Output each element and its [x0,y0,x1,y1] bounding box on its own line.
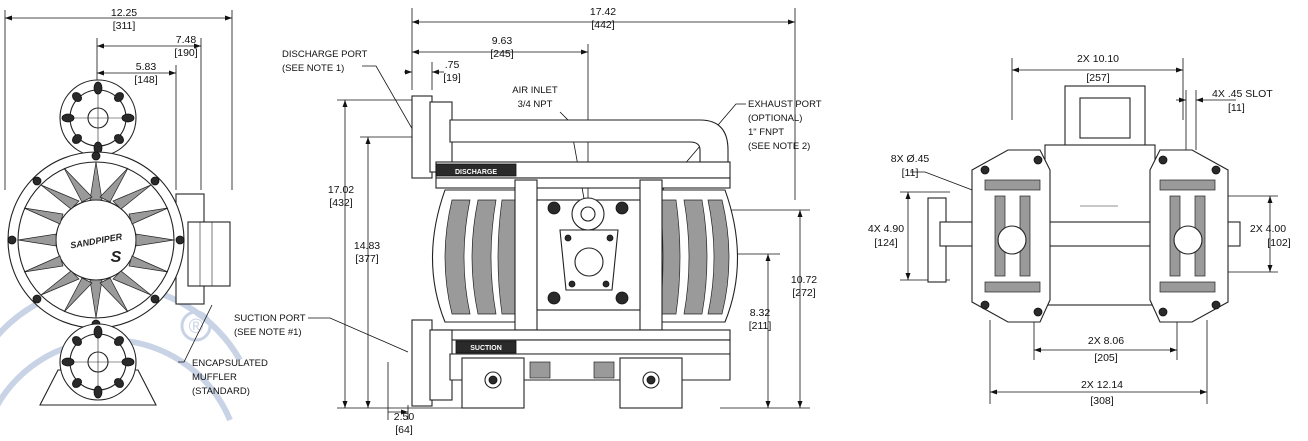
exhaust-port-optional: (OPTIONAL) [748,113,802,124]
muffler-label-3: (STANDARD) [192,386,250,397]
dim-port-offset-mm: [19] [443,72,461,84]
dim-slot-mm: [11] [1228,102,1245,114]
dim-overall-height: 17.02 [328,184,354,196]
discharge-port-note: (SEE NOTE 1) [282,63,344,74]
dim-side-height: 10.72 [791,274,817,286]
air-inlet-size: 3/4 NPT [518,99,553,110]
suction-port-note: (SEE NOTE #1) [234,327,302,338]
dim-base-width-mm: [308] [1090,395,1113,407]
left-side-view: 12.25 [311] 7.48 [190] 5.83 [148] [4,7,409,406]
dim-bolt-width: 2X 8.06 [1088,335,1124,347]
dim-right-height: 2X 4.00 [1250,223,1286,235]
suction-manifold-label: SUCTION [470,345,502,352]
dim-left-height: 4X 4.90 [868,223,904,235]
muffler-label-2: MUFFLER [192,372,237,383]
dim-bolt-width-mm: [205] [1094,352,1117,364]
dim-side-height-mm: [272] [792,287,815,299]
dim-width-mid: 7.48 [176,34,197,46]
top-flange [59,79,137,161]
discharge-manifold-label: DISCHARGE [455,169,497,176]
dim-hole-mm: [11] [902,167,919,179]
diaphragm-chambers [431,179,739,331]
dim-discharge-height: 14.83 [354,240,380,252]
dim-base-width: 2X 12.14 [1081,379,1123,391]
pump-bottom-outline [927,85,1241,323]
exhaust-port-size: 1" FNPT [748,127,784,138]
dim-overall-width-mm: [442] [591,19,614,31]
brand-logo-mark: S [111,249,122,266]
dim-center-width-mm: [245] [490,48,513,60]
dim-left-height-mm: [124] [874,237,897,249]
dim-width-overall: 12.25 [111,7,137,19]
exhaust-port-label: EXHAUST PORT [748,99,822,110]
suction-manifold: SUCTION [411,319,731,409]
dim-port-offset: .75 [445,59,460,71]
dim-inlet-height-mm: [211] [749,320,772,332]
right-bottom-view: 2X 10.10 [257] 4X .45 SLOT [11] 8X Ø.45 … [868,53,1291,407]
dim-right-height-mm: [102] [1267,237,1290,249]
muffler-label-1: ENCAPSULATED [192,358,268,369]
air-inlet-label: AIR INLET [512,85,558,96]
dim-base-offset: 2.50 [394,411,415,423]
discharge-port-label: DISCHARGE PORT [282,49,368,60]
dim-top-width: 2X 10.10 [1077,53,1119,65]
registered-mark: ® [189,316,204,338]
dim-overall-width: 17.42 [590,6,616,18]
dim-overall-height-mm: [432] [329,197,352,209]
dim-hole: 8X Ø.45 [891,153,930,165]
dim-slot: 4X .45 SLOT [1212,88,1273,100]
dim-width-overall-mm: [311] [113,20,136,32]
center-front-view: 17.42 [442] 9.63 [245] .75 [19] 17.02 [4… [282,6,822,436]
dim-base-offset-mm: [64] [395,424,413,436]
dim-discharge-height-mm: [377] [355,253,378,265]
dim-center-width: 9.63 [492,35,513,47]
dim-width-inner-mm: [148] [134,74,157,86]
discharge-manifold: DISCHARGE [411,95,731,189]
bottom-flange [39,323,157,406]
pump-body-side: SANDPIPER S [7,151,231,329]
suction-port-label: SUCTION PORT [234,313,306,324]
dim-width-mid-mm: [190] [174,47,197,59]
dim-width-inner: 5.83 [136,61,157,73]
exhaust-port-note: (SEE NOTE 2) [748,141,810,152]
dim-top-width-mm: [257] [1086,72,1109,84]
dim-inlet-height: 8.32 [750,307,771,319]
